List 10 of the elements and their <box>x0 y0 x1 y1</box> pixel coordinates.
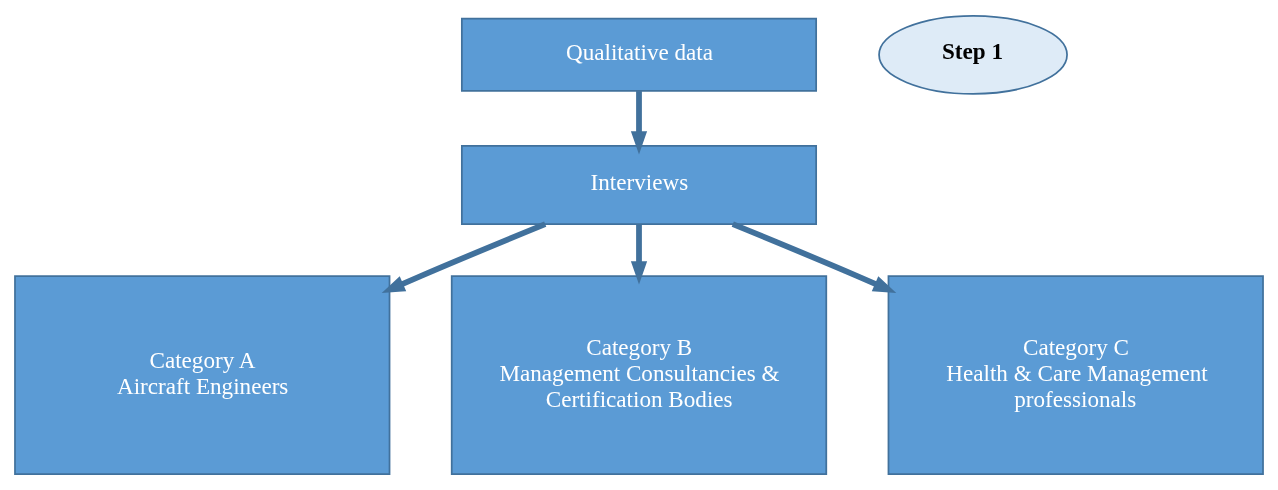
node-box: Category C Health & Care Management professionals <box>887 275 1264 476</box>
arrow <box>381 221 547 293</box>
arrow <box>630 224 648 285</box>
arrow <box>630 91 648 155</box>
node-ellipse: Step 1 <box>878 14 1068 95</box>
node-box: Category A Aircraft Engineers <box>14 275 391 476</box>
node-box: Interviews <box>461 145 817 225</box>
node-box: Category B Management Consultancies & Certification Bodies <box>450 275 828 476</box>
node-box: Qualitative data <box>461 17 817 92</box>
arrow <box>731 221 897 293</box>
